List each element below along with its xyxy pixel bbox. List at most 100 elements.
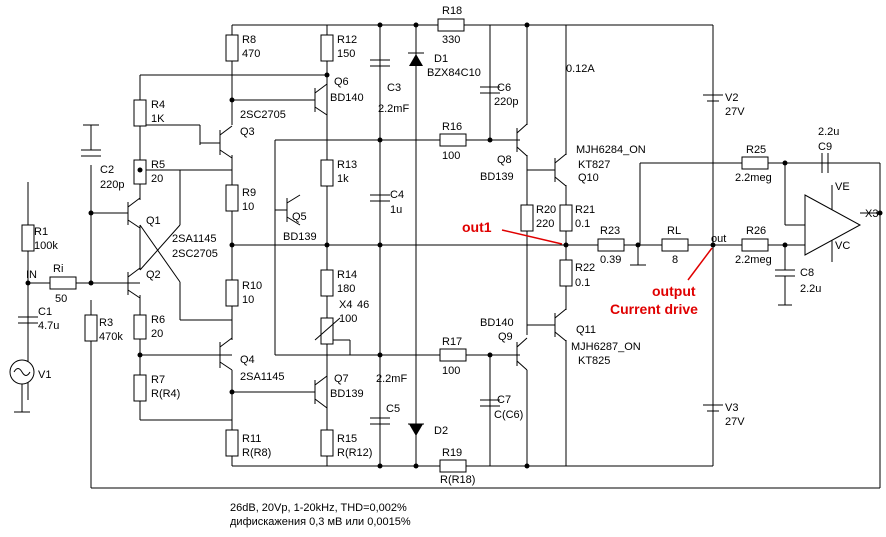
q1-ref: Q1 <box>146 215 161 227</box>
q9-ref: Q9 <box>498 331 513 343</box>
x4-value: 100 <box>339 313 357 325</box>
batteries <box>703 94 723 412</box>
annotation-arrows <box>501 229 713 281</box>
r23-ref: R23 <box>600 225 620 237</box>
r22-value: 0.1 <box>575 277 590 289</box>
ve-label: VE <box>835 181 850 193</box>
q5-ref: Q5 <box>292 211 307 223</box>
r22-ref: R22 <box>575 262 595 274</box>
footer-line-2: дифискажения 0,3 мВ или 0,0015% <box>230 516 411 528</box>
r10-ref: R10 <box>242 280 262 292</box>
r26-value: 2.2meg <box>735 254 772 266</box>
r8-value: 470 <box>242 48 260 60</box>
r9-value: 10 <box>242 201 254 213</box>
r3-ref: R3 <box>99 317 113 329</box>
r16-ref: R16 <box>442 121 462 133</box>
r17-value: 100 <box>442 365 460 377</box>
q11-ref: Q11 <box>576 324 596 336</box>
r19-value: R(R18) <box>440 474 475 486</box>
q11-part: MJH6287_ON <box>571 341 641 353</box>
r11-ref: R11 <box>242 433 261 445</box>
transistors <box>127 83 567 409</box>
opamp-x3 <box>804 185 862 262</box>
r12-ref: R12 <box>337 34 357 46</box>
q10-alt: KT827 <box>578 159 610 171</box>
r21-value: 0.1 <box>575 218 590 230</box>
r25-ref: R25 <box>746 144 766 156</box>
c1-value: 4.7u <box>38 320 59 332</box>
c4-value: 1u <box>390 204 402 216</box>
out-label: out <box>711 233 726 245</box>
c7-ref: C7 <box>497 394 511 406</box>
rl-value: 8 <box>672 254 678 266</box>
q3-part: 2SC2705 <box>240 109 286 121</box>
r1-value: 100k <box>34 240 58 252</box>
q7-part: BD139 <box>330 388 364 400</box>
pair-bottom-label: 2SC2705 <box>172 248 218 260</box>
q8-part: BD139 <box>480 171 514 183</box>
c6-value: 220p <box>494 96 518 108</box>
r26-ref: R26 <box>746 225 766 237</box>
r15-ref: R15 <box>337 433 357 445</box>
c7-value: C(C6) <box>494 409 523 421</box>
r25-value: 2.2meg <box>735 172 772 184</box>
r4-ref: R4 <box>151 99 165 111</box>
v1-ref: V1 <box>38 369 51 381</box>
x3-ref: X3 <box>865 208 878 220</box>
r20-ref: R20 <box>536 204 556 216</box>
r8-ref: R8 <box>242 34 256 46</box>
v3-value: 27V <box>725 416 745 428</box>
q4-ref: Q4 <box>240 354 255 366</box>
component-labels: R1 100k IN Ri 50 C1 4.7u V1 C2 220p R3 4… <box>26 5 878 486</box>
r6-ref: R6 <box>151 314 165 326</box>
capacitors <box>18 59 829 425</box>
c9-value: 2.2u <box>818 126 839 138</box>
c4-ref: C4 <box>390 189 404 201</box>
d2-ref: D2 <box>434 425 448 437</box>
resistors <box>21 18 769 473</box>
q8-ref: Q8 <box>497 154 512 166</box>
r3-value: 470k <box>99 331 123 343</box>
q5-part: BD139 <box>283 231 317 243</box>
r21-ref: R21 <box>575 204 595 216</box>
r5-value: 20 <box>151 173 163 185</box>
junction-dots <box>25 22 883 469</box>
in-label: IN <box>26 269 37 281</box>
c5-ref: C5 <box>386 403 400 415</box>
r4-value: 1K <box>151 113 165 125</box>
r23-value: 0.39 <box>600 254 621 266</box>
output-annotation: output <box>652 283 696 299</box>
r9-ref: R9 <box>242 187 256 199</box>
r15-value: R(R12) <box>337 447 372 459</box>
source-v1 <box>9 359 35 413</box>
r5-ref: R5 <box>151 159 165 171</box>
c6-ref: C6 <box>497 82 511 94</box>
annotations: out1 output Current drive <box>462 219 698 317</box>
ri-ref: Ri <box>53 263 63 275</box>
v3-ref: V3 <box>725 402 738 414</box>
q10-part: MJH6284_ON <box>576 144 646 156</box>
r1-ref: R1 <box>34 226 48 238</box>
rl-ref: RL <box>667 225 681 237</box>
r13-value: 1k <box>337 173 349 185</box>
c3-ref: C3 <box>387 82 401 94</box>
r16-value: 100 <box>442 150 460 162</box>
r10-value: 10 <box>242 294 254 306</box>
d1-ref: D1 <box>434 53 448 65</box>
pair-top-label: 2SA1145 <box>172 233 216 245</box>
footer-notes: 26dB, 20Vp, 1-20kHz, THD=0,002% дифискаж… <box>230 502 411 528</box>
r7-value: R(R4) <box>151 388 180 400</box>
v2-value: 27V <box>725 106 745 118</box>
footer-line-1: 26dB, 20Vp, 1-20kHz, THD=0,002% <box>230 502 407 514</box>
c8-value: 2.2u <box>800 283 821 295</box>
r18-value: 330 <box>442 34 460 46</box>
r19-ref: R19 <box>442 447 462 459</box>
q9-part: BD140 <box>480 317 514 329</box>
c1-ref: C1 <box>38 306 52 318</box>
q7-ref: Q7 <box>334 373 349 385</box>
r18-ref: R18 <box>442 5 462 17</box>
v2-ref: V2 <box>725 92 738 104</box>
q3-ref: Q3 <box>240 126 255 138</box>
